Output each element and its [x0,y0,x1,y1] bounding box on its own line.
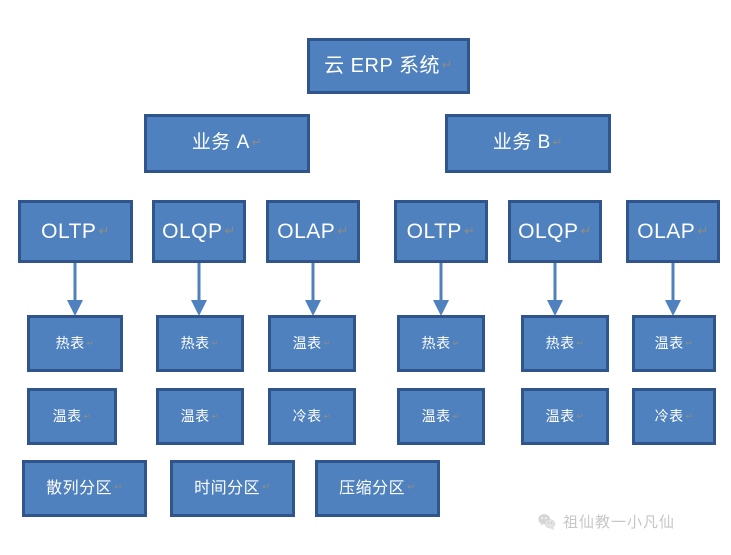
pilcrow-mark: ↵ [685,410,694,421]
node-label: 温表 [52,407,82,424]
node-tier1-2[interactable]: 热表↵ [156,315,244,372]
node-partition-time[interactable]: 时间分区↵ [170,460,295,517]
pilcrow-mark: ↵ [463,223,476,239]
watermark: 祖仙教一小凡仙 [537,511,675,532]
pilcrow-mark: ↵ [83,410,92,421]
node-business-b[interactable]: 业务 B↵ [445,114,611,173]
node-tier2-4[interactable]: 温表↵ [397,388,485,445]
pilcrow-mark: ↵ [576,337,585,348]
node-label: 时间分区 [194,479,261,497]
wechat-icon [537,512,557,532]
node-business-a[interactable]: 业务 A↵ [144,114,310,173]
node-label: 业务 A [191,132,250,154]
node-tier2-1[interactable]: 温表↵ [27,388,117,445]
node-label: OLTP [41,219,97,243]
pilcrow-mark: ↵ [580,223,592,239]
node-label: 散列分区 [46,479,113,497]
pilcrow-mark: ↵ [452,337,461,348]
pilcrow-mark: ↵ [86,337,95,348]
node-partition-hash[interactable]: 散列分区↵ [22,460,147,517]
pilcrow-mark: ↵ [224,223,236,239]
pilcrow-mark: ↵ [114,482,123,494]
node-label: 热表 [545,334,575,351]
node-tier2-2[interactable]: 温表↵ [156,388,244,445]
node-label: 冷表 [654,407,684,424]
pilcrow-mark: ↵ [697,223,709,239]
node-label: 冷表 [292,407,322,424]
node-tier1-3[interactable]: 温表↵ [268,315,356,372]
node-label: 温表 [180,407,210,424]
pilcrow-mark: ↵ [98,223,110,239]
node-root-cloud-erp[interactable]: 云 ERP 系统↵ [307,38,470,94]
pilcrow-mark: ↵ [211,337,220,348]
pilcrow-mark: ↵ [685,337,694,348]
pilcrow-mark: ↵ [576,410,585,421]
node-tier1-6[interactable]: 温表↵ [632,315,716,372]
node-label: 温表 [654,334,684,351]
node-engine-b-oltp[interactable]: OLTP↵ [394,200,488,263]
pilcrow-mark: ↵ [262,482,271,494]
node-label: 热表 [55,334,85,351]
node-engine-a-olqp[interactable]: OLQP↵ [152,200,246,263]
pilcrow-mark: ↵ [452,410,461,421]
node-tier2-5[interactable]: 温表↵ [521,388,609,445]
node-tier1-4[interactable]: 热表↵ [397,315,485,372]
node-label: OLAP [277,219,336,243]
node-tier1-1[interactable]: 热表↵ [27,315,123,372]
node-label: OLQP [162,219,223,243]
node-label: OLQP [518,219,579,243]
pilcrow-mark: ↵ [323,410,332,421]
pilcrow-mark: ↵ [441,58,453,73]
pilcrow-mark: ↵ [337,223,349,239]
node-label: 热表 [421,334,451,351]
node-label: 压缩分区 [339,479,406,497]
node-partition-compress[interactable]: 压缩分区↵ [315,460,440,517]
node-tier1-5[interactable]: 热表↵ [521,315,609,372]
node-tier2-3[interactable]: 冷表↵ [268,388,356,445]
node-engine-a-olap[interactable]: OLAP↵ [266,200,360,263]
node-engine-b-olqp[interactable]: OLQP↵ [508,200,602,263]
node-label: 云 ERP 系统 [324,55,440,77]
node-label: 温表 [292,334,322,351]
node-label: OLTP [406,219,462,243]
node-label: 温表 [421,407,451,424]
watermark-text: 祖仙教一小凡仙 [563,514,676,531]
node-engine-a-oltp[interactable]: OLTP↵ [18,200,133,263]
pilcrow-mark: ↵ [552,136,564,150]
node-tier2-6[interactable]: 冷表↵ [632,388,716,445]
pilcrow-mark: ↵ [407,482,416,494]
pilcrow-mark: ↵ [323,337,332,348]
node-label: 业务 B [492,132,551,154]
pilcrow-mark: ↵ [251,136,263,150]
pilcrow-mark: ↵ [211,410,220,421]
node-label: OLAP [637,219,696,243]
node-label: 热表 [180,334,210,351]
node-engine-b-olap[interactable]: OLAP↵ [626,200,720,263]
node-label: 温表 [545,407,575,424]
